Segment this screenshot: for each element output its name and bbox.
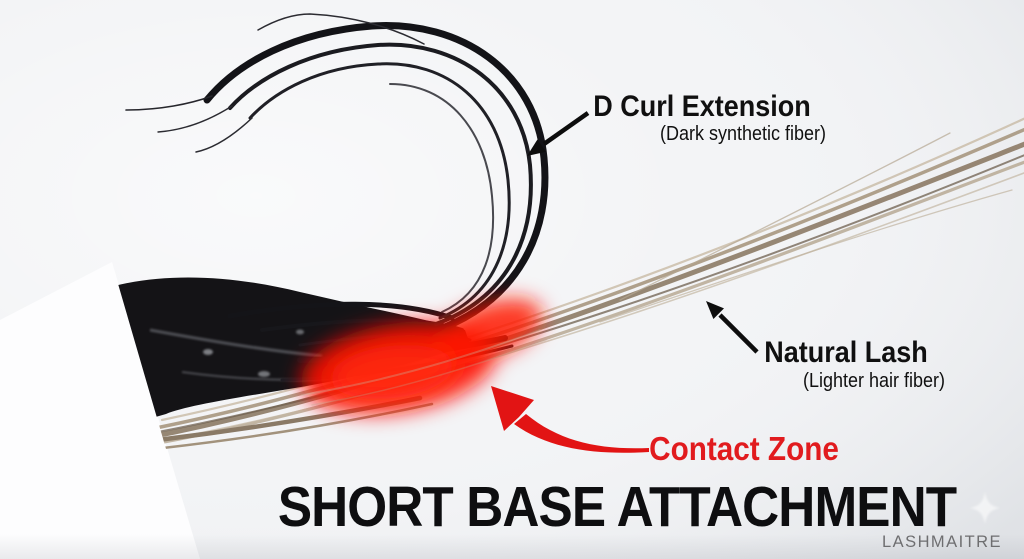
photo-crop-wedge: [0, 262, 200, 559]
page-title: SHORT BASE ATTACHMENT: [277, 475, 957, 539]
photo-art: [114, 13, 1024, 450]
extension-sublabel: (Dark synthetic fiber): [659, 123, 827, 145]
bottom-shade: [0, 534, 1024, 559]
sparkle-icon: [970, 492, 1000, 524]
contact-zone-label: Contact Zone: [649, 430, 839, 467]
glow-overlay-fibers: [301, 329, 547, 406]
natural-lash-fibers: [146, 114, 1024, 447]
extension-label: D Curl Extension: [593, 90, 811, 123]
brand-watermark: LASHMAITRE: [882, 532, 1002, 551]
extension-arrow-icon: [527, 111, 590, 156]
natural-lash-label: Natural Lash: [764, 336, 928, 369]
natural-lash-arrow-icon: [706, 301, 759, 354]
contact-zone-arrow-icon: [491, 386, 649, 453]
natural-lash-sublabel: (Lighter hair fiber): [802, 370, 946, 392]
contact-zone-glow: [300, 298, 543, 415]
